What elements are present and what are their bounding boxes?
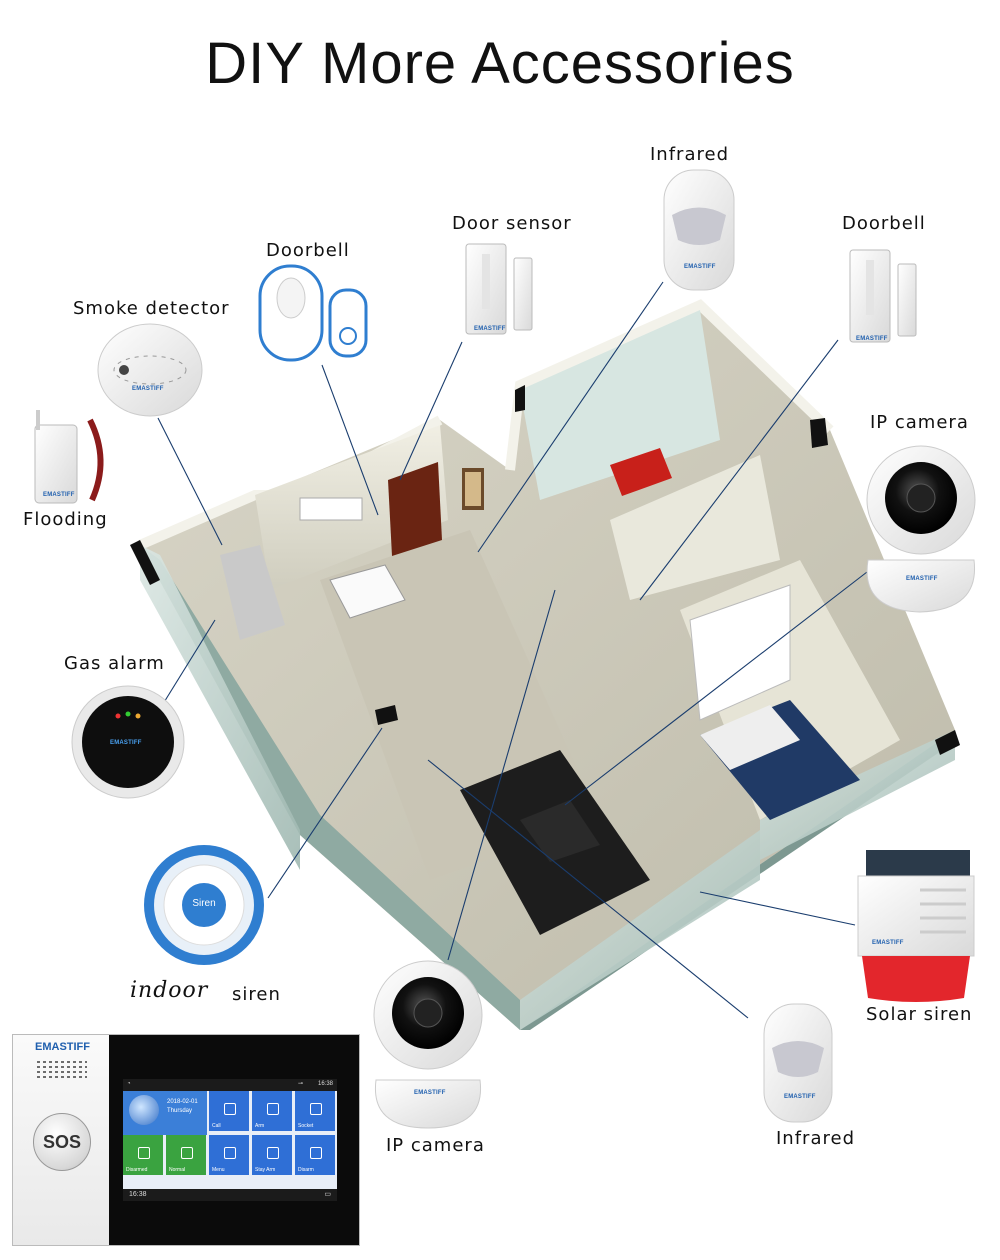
flooding-brand: EMASTIFF: [43, 492, 75, 498]
house-floorplan: [130, 299, 960, 1030]
flooding-sensor-device: [34, 410, 104, 504]
infrared-sensor-bottom: [763, 1003, 833, 1123]
panel-tile-socket[interactable]: Socket: [295, 1091, 335, 1131]
tile-icon: [267, 1103, 279, 1115]
panel-tile-stay-arm[interactable]: Stay Arm: [252, 1135, 292, 1175]
panel-tile-disarm[interactable]: Disarm: [295, 1135, 335, 1175]
label-doorbell-left: Doorbell: [266, 240, 350, 261]
panel-bottom-bar: 16:38 ▭: [123, 1189, 337, 1201]
sos-button[interactable]: SOS: [33, 1113, 91, 1171]
solar-siren-brand: EMASTIFF: [872, 940, 904, 946]
smoke-detector-device: [97, 323, 203, 417]
gas-alarm-device: [71, 685, 185, 799]
tile-label: Arm: [255, 1123, 265, 1129]
label-ip-camera-bottom: IP camera: [386, 1135, 485, 1156]
alarm-control-panel: EMASTIFF SOS 2018-02-01 Thursday Call Arm…: [12, 1034, 360, 1246]
tile-icon: [310, 1147, 322, 1159]
label-siren: siren: [232, 984, 281, 1005]
label-smoke-detector: Smoke detector: [73, 298, 230, 319]
panel-weekday: Thursday: [167, 1108, 193, 1114]
tile-icon: [310, 1103, 322, 1115]
label-gas-alarm: Gas alarm: [64, 653, 165, 674]
panel-tile-menu[interactable]: Menu: [209, 1135, 249, 1175]
label-indoor: indoor: [130, 978, 209, 1003]
panel-status-bar: ◔ 16:38 ⊸: [123, 1079, 337, 1091]
wifi-icon: ◔: [127, 1081, 131, 1087]
panel-left-bezel: EMASTIFF SOS: [13, 1035, 109, 1245]
panel-tile-call[interactable]: Call: [209, 1091, 249, 1131]
tile-icon: [224, 1147, 236, 1159]
tile-icon: [138, 1147, 150, 1159]
label-doorbell-right: Doorbell: [842, 213, 926, 234]
panel-tile-normal[interactable]: Normal: [166, 1135, 206, 1175]
indoor-siren-device: [144, 845, 264, 965]
label-flooding: Flooding: [23, 509, 108, 530]
tile-icon: [181, 1147, 193, 1159]
infrared-sensor-top: [663, 169, 735, 291]
leader-lines: [157, 281, 868, 1019]
label-door-sensor: Door sensor: [452, 213, 572, 234]
ip-camera-top-brand: EMASTIFF: [906, 576, 938, 582]
tile-label: Disarmed: [126, 1167, 148, 1173]
label-infrared-bottom: Infrared: [776, 1128, 855, 1149]
label-infrared-top: Infrared: [650, 144, 729, 165]
tile-label: Disarm: [298, 1167, 314, 1173]
globe-icon: [129, 1095, 159, 1125]
tile-label: Stay Arm: [255, 1167, 276, 1173]
doorbell-right-brand: EMASTIFF: [856, 336, 888, 342]
tile-label: Call: [212, 1123, 221, 1129]
ip-camera-bottom-brand: EMASTIFF: [414, 1090, 446, 1096]
ip-camera-top-device: [866, 445, 976, 613]
siren-button-text: Siren: [192, 898, 216, 909]
doorbell-right-device: [849, 249, 917, 343]
panel-date: 2018-02-01: [167, 1099, 198, 1105]
panel-logo: EMASTIFF: [35, 1041, 90, 1053]
label-solar-siren: Solar siren: [866, 1004, 973, 1025]
door-sensor: [465, 243, 533, 335]
tile-icon: [267, 1147, 279, 1159]
bottom-time: 16:38: [129, 1191, 147, 1198]
smoke-detector-brand: EMASTIFF: [132, 386, 164, 392]
gas-alarm-brand: EMASTIFF: [110, 740, 142, 746]
tile-label: Menu: [212, 1167, 225, 1173]
door-sensor-brand: EMASTIFF: [474, 326, 506, 332]
label-ip-camera-top: IP camera: [870, 412, 969, 433]
tile-label: Socket: [298, 1123, 314, 1129]
clock-widget: 2018-02-01 Thursday: [123, 1091, 207, 1135]
doorbell-left-device: [258, 264, 368, 362]
page-title: DIY More Accessories: [205, 31, 795, 96]
speaker-grille: [37, 1061, 87, 1079]
ip-camera-bottom-device: [373, 960, 483, 1129]
key-icon: ⊸: [297, 1081, 303, 1087]
infrared-top-brand: EMASTIFF: [684, 264, 716, 270]
tile-icon: [224, 1103, 236, 1115]
solar-siren-device: [857, 850, 975, 1002]
message-icon[interactable]: ▭: [324, 1191, 331, 1198]
panel-tile-disarmed[interactable]: Disarmed: [123, 1135, 163, 1175]
infrared-bottom-brand: EMASTIFF: [784, 1094, 816, 1100]
panel-tile-arm[interactable]: Arm: [252, 1091, 292, 1131]
tile-label: Normal: [169, 1167, 186, 1173]
status-time: 16:38: [317, 1081, 333, 1087]
